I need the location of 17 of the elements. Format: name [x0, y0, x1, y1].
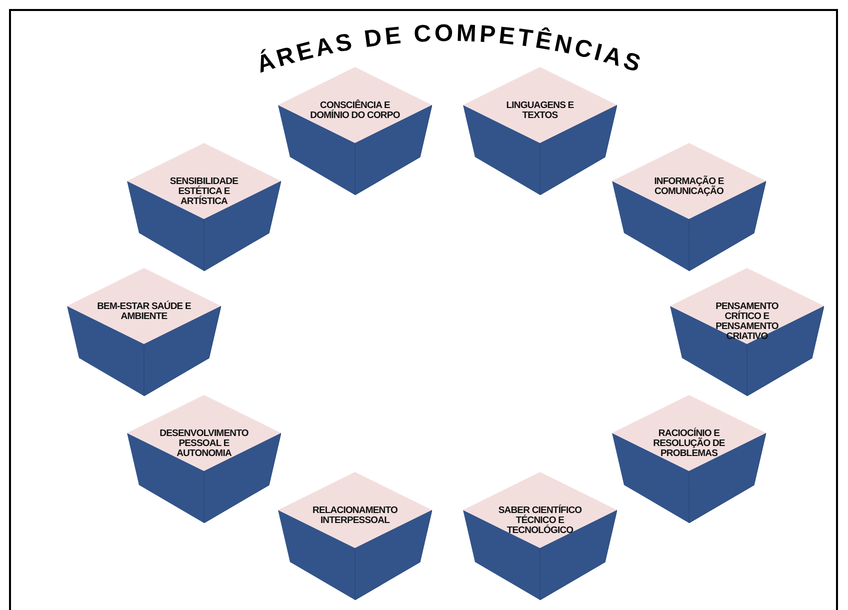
- cube-shape: [612, 395, 766, 523]
- cube-shape: [127, 143, 281, 271]
- node-label: SENSIBILIDADE ESTÉTICA E ARTÍSTICA: [168, 177, 240, 207]
- cube-shape: [463, 472, 617, 600]
- node-label: RACIOCÍNIO E RESOLUÇÃO DE PROBLEMAS: [652, 429, 726, 459]
- node-label: LINGUAGENS E TEXTOS: [505, 101, 575, 121]
- cube-shape: [278, 472, 432, 600]
- node-label: DESENVOLVIMENTO PESSOAL E AUTONOMIA: [158, 429, 250, 459]
- node-label: RELACIONAMENTO INTERPESSOAL: [311, 506, 398, 526]
- node-label: BEM-ESTAR SAÚDE E AMBIENTE: [96, 302, 192, 322]
- cube-shape: [127, 395, 281, 523]
- cube-shape: [670, 268, 824, 396]
- node-label: CONSCIÊNCIA E DOMÍNIO DO CORPO: [309, 101, 401, 121]
- cube-shape: [67, 268, 221, 396]
- node-label: INFORMAÇÃO E COMUNICAÇÃO: [653, 177, 725, 197]
- cube-shape: [612, 143, 766, 271]
- node-label: SABER CIENTÍFICO TÉCNICO E TECNOLÓGICO: [497, 506, 583, 536]
